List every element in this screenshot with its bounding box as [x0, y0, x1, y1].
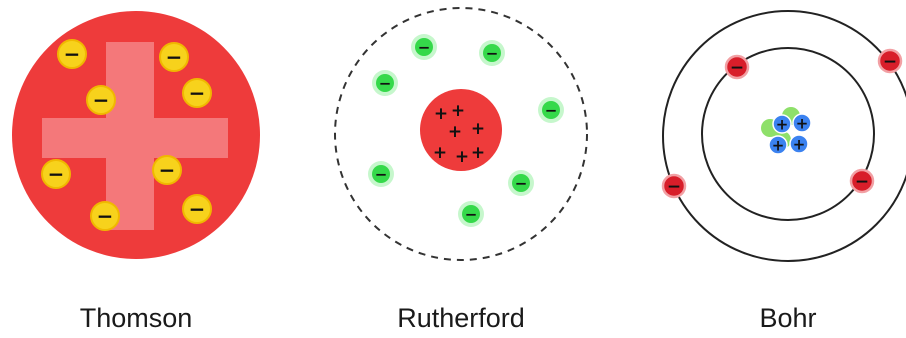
thomson-electron-charge: −: [48, 162, 65, 186]
bohr-electron-charge: −: [855, 172, 869, 192]
thomson-electron-charge: −: [64, 42, 81, 66]
bohr-electrons: − − − −: [661, 48, 903, 199]
rutherford-electron-charge: −: [465, 205, 478, 223]
bohr-electron-charge: −: [883, 52, 897, 72]
thomson-electron-charge: −: [97, 204, 114, 228]
bohr-inner-orbit: [701, 47, 875, 221]
rutherford-electrons: − − − − − − −: [368, 34, 564, 227]
bohr-proton-charge: +: [793, 135, 806, 153]
bohr-proton: +: [772, 114, 792, 134]
rutherford-label: Rutherford: [397, 303, 525, 333]
thomson-electrons: −−−−−−−−: [41, 39, 212, 231]
rutherford-electron-charge: −: [375, 165, 388, 183]
bohr-electron: −: [849, 168, 875, 194]
thomson-electron: −: [159, 42, 189, 72]
bohr-proton: +: [789, 134, 809, 154]
thomson-cross-horizontal: [42, 118, 228, 158]
thomson-electron: −: [182, 194, 212, 224]
rutherford-nucleus-charges: +++++++: [433, 101, 485, 167]
thomson-electron-charge: −: [166, 45, 183, 69]
bohr-proton: +: [768, 135, 788, 155]
rutherford-electron: −: [542, 101, 560, 119]
rutherford-electron: −: [462, 205, 480, 223]
bohr-nucleus: ++++: [761, 107, 812, 155]
bohr-model: ++++ −−−− Bohr: [661, 10, 906, 333]
thomson-electron-charge: −: [159, 158, 176, 182]
rutherford-nucleus-proton-charge: +: [433, 143, 447, 163]
thomson-electron-charge: −: [93, 88, 110, 112]
bohr-electron: −: [661, 173, 687, 199]
rutherford-electron: −: [415, 38, 433, 56]
rutherford-electron-charge: −: [515, 174, 528, 192]
thomson-electron: −: [86, 85, 116, 115]
rutherford-nucleus-proton-charge: +: [448, 122, 462, 142]
rutherford-electron: −: [512, 174, 530, 192]
thomson-label: Thomson: [80, 303, 193, 333]
bohr-outer-orbit: [662, 10, 906, 262]
thomson-electron: −: [41, 159, 71, 189]
rutherford-nucleus-proton-charge: +: [434, 104, 448, 124]
rutherford-nucleus-proton-charge: +: [471, 119, 485, 139]
thomson-electron: −: [90, 201, 120, 231]
rutherford-electron-charge: −: [486, 44, 499, 62]
bohr-electron: −: [877, 48, 903, 74]
bohr-electron-charge: −: [730, 58, 744, 78]
rutherford-electron-cloud-boundary: [334, 7, 588, 261]
rutherford-electron: −: [372, 165, 390, 183]
bohr-proton-charge: +: [796, 114, 809, 132]
rutherford-electron-charge: −: [418, 38, 431, 56]
thomson-electron-charge: −: [189, 81, 206, 105]
thomson-electron: −: [182, 78, 212, 108]
bohr-proton-charge: +: [772, 136, 785, 154]
thomson-cross: [42, 42, 228, 230]
rutherford-nucleus-proton-charge: +: [455, 147, 469, 167]
rutherford-electron: −: [376, 74, 394, 92]
rutherford-nucleus: [420, 89, 502, 171]
bohr-proton-charge: +: [776, 115, 789, 133]
thomson-electron-charge: −: [189, 197, 206, 221]
thomson-electron: −: [57, 39, 87, 69]
rutherford-electron-charge: −: [379, 74, 392, 92]
bohr-electron-charge: −: [667, 177, 681, 197]
bohr-label: Bohr: [759, 303, 816, 333]
thomson-electron: −: [152, 155, 182, 185]
bohr-electron: −: [724, 54, 750, 80]
rutherford-model: +++++++ −−−−−−− Rutherford: [334, 7, 588, 333]
bohr-proton: +: [792, 113, 812, 133]
rutherford-nucleus-proton-charge: +: [471, 143, 485, 163]
rutherford-electron-charge: −: [545, 101, 558, 119]
thomson-model: −−−−−−−− Thomson: [12, 11, 260, 333]
rutherford-electron: −: [483, 44, 501, 62]
rutherford-nucleus-proton-charge: +: [451, 101, 465, 121]
